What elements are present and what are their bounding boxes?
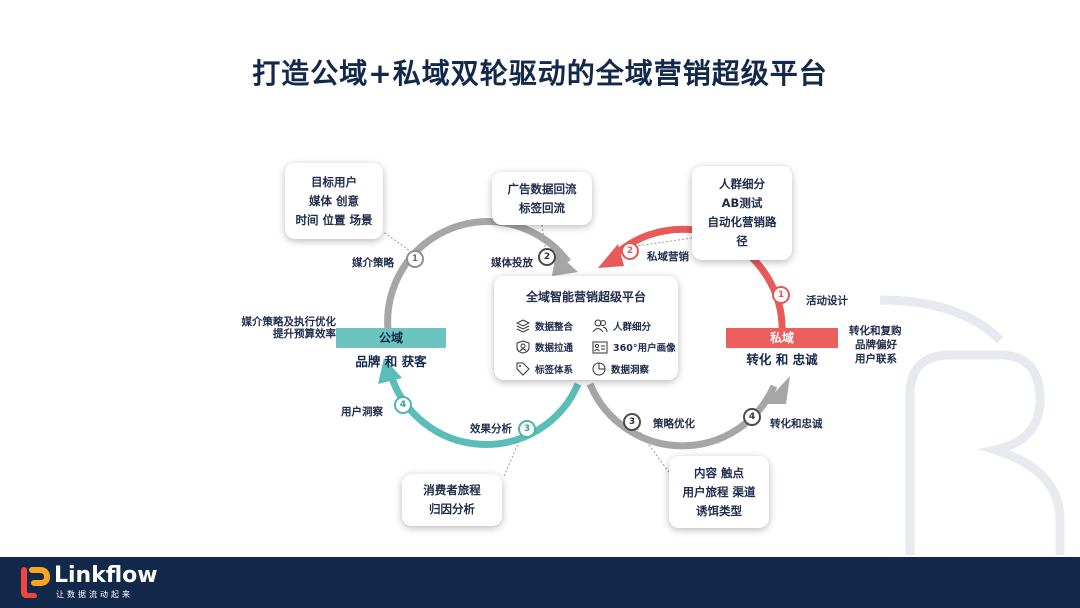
connector-target	[377, 227, 415, 255]
label-media-strategy: 媒介策略	[352, 257, 394, 269]
watermark-logo	[879, 295, 1065, 555]
platform-title: 全域智能营销超级平台	[525, 290, 646, 304]
private-domain-bar: 私域	[726, 328, 838, 348]
arc-strategy-arrowhead	[764, 376, 790, 404]
label-conversion-1: 转化和复购	[849, 325, 902, 337]
segment-line-2: AB测试	[721, 196, 763, 210]
arc-media	[384, 218, 571, 331]
step-badge-user-insight: 4	[394, 396, 412, 414]
ad-data-line-1: 广告数据回流	[507, 181, 577, 196]
feature-label: 数据整合	[535, 322, 574, 333]
step-badge-effect-analysis: 3	[518, 420, 536, 438]
label-conversion-2: 品牌偏好	[855, 339, 897, 351]
journey-box: 消费者旅程 归因分析	[402, 474, 502, 526]
feature-profile: 360°用户画像	[592, 340, 676, 354]
target-line-1: 目标用户	[311, 174, 357, 189]
public-domain-subtitle: 品牌 和 获客	[355, 354, 427, 369]
connector-ad-data	[541, 224, 547, 253]
pie-chart-icon	[592, 362, 606, 376]
feature-data-integration: 数据整合	[516, 319, 573, 333]
public-domain-bar: 公域	[336, 328, 446, 348]
arc-private-arrowhead	[598, 244, 624, 268]
step-badge-media-delivery: 2	[538, 248, 556, 266]
label-conversion-3: 用户联系	[855, 353, 897, 365]
feature-label: 人群细分	[613, 322, 652, 333]
content-line-3: 诱饵类型	[696, 503, 742, 518]
label-conversion-loyalty: 转化和忠诚	[770, 418, 823, 430]
feature-tags: 标签体系	[516, 362, 573, 376]
brand-name: Linkflow	[54, 563, 158, 588]
brand-slogan: 让数据流动起来	[56, 590, 133, 599]
connector-segment	[635, 237, 693, 247]
segment-line-3: 自动化营销路	[707, 215, 777, 229]
target-line-2: 媒体 创意	[308, 193, 359, 208]
linkflow-logo-icon	[21, 567, 50, 598]
layers-icon	[516, 319, 530, 333]
step-badge-strategy-opt: 3	[623, 413, 641, 431]
content-box: 内容 触点 用户旅程 渠道 诱饵类型	[669, 456, 769, 528]
feature-label: 标签体系	[535, 365, 574, 376]
content-line-2: 用户旅程 渠道	[682, 484, 756, 499]
feature-data-linking: 数据拉通	[516, 340, 573, 354]
feature-label: 数据拉通	[535, 343, 574, 354]
segment-box: 人群细分 AB测试 自动化营销路 径	[692, 166, 792, 260]
label-effect-analysis: 效果分析	[470, 423, 512, 435]
connector-journey	[503, 429, 525, 477]
target-line-3: 时间 位置 场景	[295, 212, 373, 227]
feature-label: 360°用户画像	[613, 343, 676, 354]
step-badge-private-marketing: 2	[621, 242, 639, 260]
platform-box: 全域智能营销超级平台 数据整合 人群细分 数据拉通 360°用户画像 标签体系	[494, 276, 678, 380]
segment-line-4: 径	[736, 234, 748, 248]
tag-icon	[516, 362, 530, 376]
target-box: 目标用户 媒体 创意 时间 位置 场景	[285, 163, 383, 239]
label-user-insight: 用户洞察	[341, 406, 383, 418]
ad-data-line-2: 标签回流	[519, 200, 565, 215]
ad-data-box: 广告数据回流 标签回流	[492, 172, 592, 225]
private-domain-subtitle: 转化 和 忠诚	[746, 352, 818, 367]
arc-effect-arrowhead	[378, 358, 402, 384]
label-optimize-1: 媒介策略及执行优化	[241, 316, 337, 328]
users-icon	[592, 319, 608, 333]
journey-line-2: 归因分析	[429, 502, 475, 516]
label-strategy-opt: 策略优化	[653, 418, 695, 430]
journey-line-1: 消费者旅程	[423, 483, 481, 497]
label-optimize-2: 提升预算效率	[273, 328, 336, 340]
feature-label: 数据洞察	[611, 365, 650, 376]
footer-bar: Linkflow 让数据流动起来	[0, 557, 1080, 608]
label-activity-design: 活动设计	[806, 295, 848, 307]
feature-segmentation: 人群细分	[592, 319, 651, 333]
feature-insight: 数据洞察	[592, 362, 649, 376]
shield-user-icon	[516, 340, 530, 354]
step-badge-conversion-loyalty: 4	[743, 408, 761, 426]
content-line-1: 内容 触点	[693, 465, 744, 480]
step-badge-media-strategy: 1	[406, 250, 424, 268]
arc-media-arrowhead	[552, 252, 578, 276]
label-private-marketing: 私域营销	[647, 251, 689, 263]
segment-line-1: 人群细分	[719, 177, 765, 191]
id-card-icon	[592, 341, 608, 353]
label-media-delivery: 媒体投放	[491, 257, 533, 269]
step-badge-activity-design: 1	[772, 286, 790, 304]
page-title: 打造公域+私域双轮驱动的全域营销超级平台	[252, 57, 828, 90]
